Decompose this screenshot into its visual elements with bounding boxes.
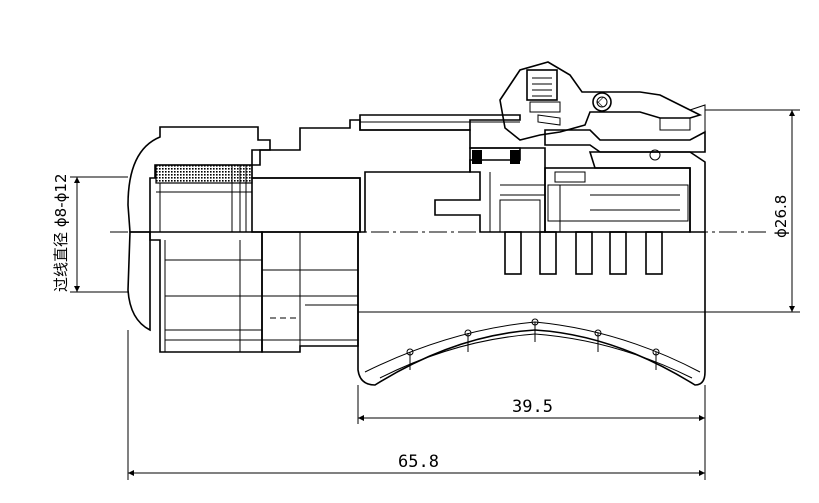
body-exterior (261, 231, 359, 353)
gland-nut-section (127, 126, 271, 233)
cable-diameter-label: 过线直径 ϕ8-ϕ12 (52, 173, 70, 292)
dimension-partial-length: 39.5 (357, 385, 706, 424)
outer-diameter-label: ϕ26.8 (772, 195, 790, 238)
dimension-total-length: 65.8 (127, 330, 706, 480)
coupling-ring-section (359, 114, 521, 131)
partial-length-label: 39.5 (512, 397, 553, 417)
lower-exterior-view (127, 231, 706, 386)
contact-insert (544, 167, 691, 233)
dimension-outer-diameter: ϕ26.8 (705, 109, 800, 313)
latch-spring-housing (526, 69, 558, 101)
total-length-label: 65.8 (398, 452, 439, 472)
latch-pin (592, 92, 612, 112)
grip-ribs (406, 318, 660, 370)
gland-nut-exterior (149, 231, 263, 353)
dimension-cable-diameter: 过线直径 ϕ8-ϕ12 (52, 173, 128, 293)
contact-pins (504, 231, 663, 275)
upper-section-view (127, 61, 706, 233)
contact-carrier (434, 147, 546, 233)
seal-insert (155, 164, 253, 184)
